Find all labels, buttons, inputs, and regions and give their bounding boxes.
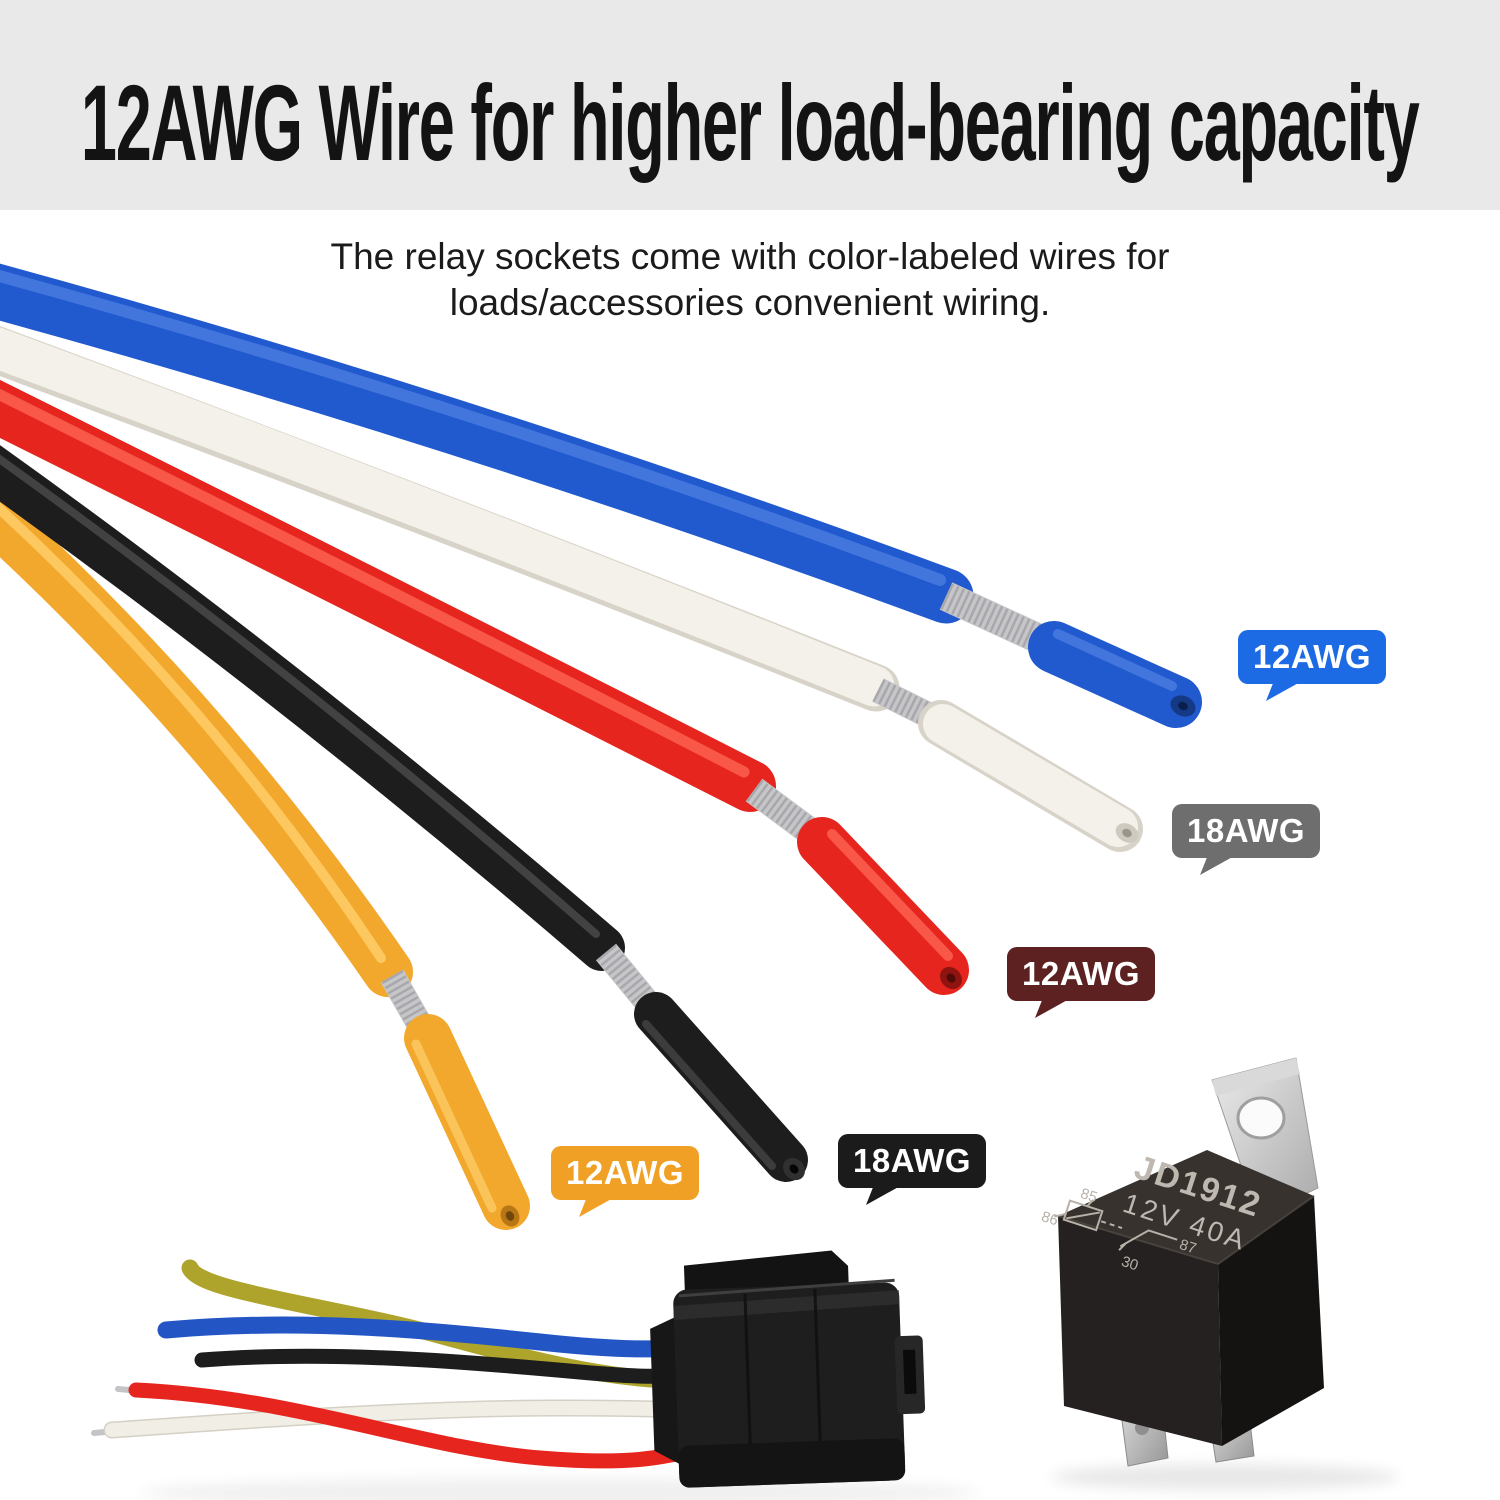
tag-blue-12awg: 12AWG — [1238, 630, 1387, 701]
tag-black-18awg: 18AWG — [838, 1134, 987, 1205]
wire-blue-end-cap — [1028, 621, 1202, 728]
tag-white-18awg-label: 18AWG — [1187, 812, 1306, 849]
wire-black-tip-hole — [789, 1164, 799, 1174]
relay-pin-85-label: 85 — [1078, 1185, 1099, 1206]
socket-side-slot — [903, 1349, 917, 1395]
wire-red-insulation — [0, 379, 776, 812]
wire-red-end-cap — [797, 817, 969, 995]
wire-blue — [0, 263, 1202, 728]
socket-collar — [650, 1315, 683, 1466]
tag-yellow-12awg-label: 12AWG — [566, 1154, 685, 1191]
relay-assembly: JD1912 12V 40A 85 86 30 87 — [1039, 1057, 1324, 1467]
relay-face-left — [1058, 1216, 1222, 1446]
wire-yellow-end-cap — [404, 1014, 530, 1230]
relay-schematic-pin86-lead — [1054, 1212, 1066, 1218]
wire-red-tip-hole — [946, 973, 956, 983]
subtitle-line1: The relay sockets come with color-labele… — [330, 236, 1170, 277]
subtitle-line2: loads/accessories convenient wiring. — [449, 281, 1051, 323]
tag-white-18awg: 18AWG — [1172, 804, 1321, 875]
relay-schematic-pin30-lead — [1118, 1243, 1127, 1251]
wire-red-cap-highlight — [827, 829, 953, 961]
wire-black-insulation — [0, 445, 625, 971]
wire-yellow-tip-hole — [505, 1211, 515, 1221]
relay-pin-30-label: 30 — [1119, 1253, 1140, 1274]
wire-white — [0, 326, 1143, 852]
relay-schematic-pin85-lead — [1086, 1199, 1095, 1207]
wire-white-end-cap — [923, 704, 1138, 847]
relay-pin-87-label: 87 — [1177, 1236, 1198, 1257]
socket-top-highlight — [678, 1278, 895, 1298]
relay-schematic-coil — [1062, 1199, 1104, 1232]
relay-bracket-hole — [1236, 1096, 1286, 1140]
relay-schematic-switch-blade — [1119, 1229, 1178, 1248]
relay-pin-86-label: 86 — [1039, 1208, 1060, 1229]
wire-blue-strand-texture — [940, 583, 1054, 656]
page-title: 12AWG Wire for higher load-bearing capac… — [81, 61, 1420, 183]
tag-black-18awg-label: 18AWG — [853, 1142, 972, 1179]
tag-blue-12awg-label: 12AWG — [1253, 638, 1372, 675]
wire-yellow-strand-texture — [381, 970, 435, 1038]
wire-white-tip-hole — [1122, 828, 1132, 838]
wire-red-highlight — [0, 388, 750, 778]
wire-red — [0, 379, 969, 995]
relay-schematic: 85 86 30 87 — [1039, 1185, 1198, 1274]
socket-body — [650, 1250, 926, 1488]
wire-black-end-cap — [634, 992, 808, 1182]
wire-blue-cap-highlight — [1053, 629, 1177, 691]
relay-face-right — [1218, 1196, 1324, 1446]
socket-top-bevel — [673, 1290, 900, 1321]
relay-schematic-dashed-link — [1100, 1220, 1123, 1230]
relay-bracket-fold — [1212, 1058, 1300, 1096]
wire-yellow-highlight — [0, 502, 386, 963]
socket-wire-black — [194, 1348, 733, 1384]
socket-block — [673, 1282, 906, 1488]
subtitle: The relay sockets come with color-labele… — [0, 234, 1500, 326]
wire-yellow-cap-highlight — [411, 1039, 497, 1213]
relay-schematic-coil-diagonal — [1066, 1211, 1100, 1220]
wire-blue-insulation — [0, 263, 974, 624]
relay-shadow — [1050, 1464, 1400, 1490]
wire-blue-tip-hole — [1178, 701, 1188, 711]
tag-red-12awg: 12AWG — [1007, 947, 1156, 1018]
header-bar: 12AWG Wire for higher load-bearing capac… — [0, 0, 1500, 210]
wire-white-insulation — [0, 327, 895, 707]
socket-bottom-shade — [678, 1438, 906, 1488]
wire-blue-highlight — [0, 269, 946, 586]
wire-black — [0, 445, 808, 1182]
wire-black-cap-highlight — [642, 1020, 776, 1170]
tag-yellow-12awg: 12AWG — [551, 1146, 700, 1217]
wire-yellow — [0, 489, 530, 1230]
tag-red-12awg-label: 12AWG — [1022, 955, 1141, 992]
wire-black-highlight — [0, 454, 600, 938]
relay-face-top — [1058, 1150, 1314, 1264]
relay-edge-highlight — [1057, 1195, 1315, 1266]
wire-red-strand-texture — [746, 779, 824, 847]
relay-socket-assembly — [91, 1250, 926, 1488]
